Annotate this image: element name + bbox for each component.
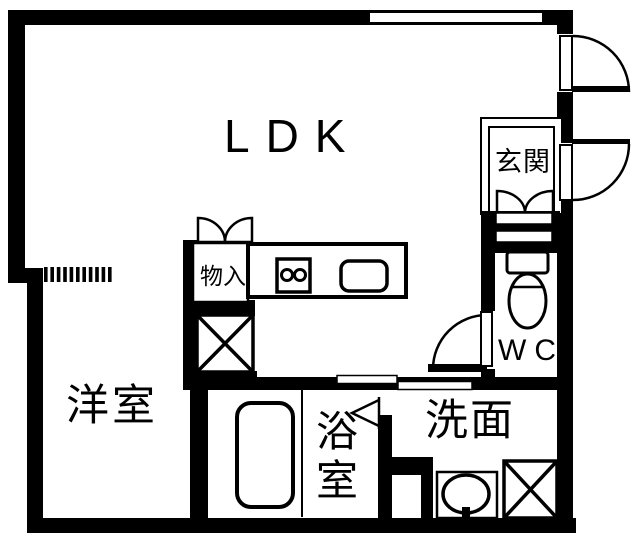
toilet-icon: [505, 250, 550, 330]
bath-folding-door-icon: [349, 397, 381, 429]
bathtub-icon: [235, 401, 295, 509]
closet-door-icon-kitchen: [196, 216, 254, 244]
louver-window-icon: [44, 267, 112, 282]
window-icon: [368, 11, 544, 24]
kitchen-sink-icon: [339, 259, 389, 293]
wc-door-swing-icon: [428, 311, 495, 372]
storage-box: [191, 241, 250, 304]
sliding-door-icon: [336, 374, 473, 391]
label-entrance: 玄関: [495, 147, 551, 177]
shoe-cabinet-icon: [481, 211, 560, 253]
balcony-door-swing-icon: [557, 34, 631, 93]
label-toilet: WC: [498, 334, 564, 367]
wash-basin-icon: [435, 470, 499, 520]
label-storage: 物入: [200, 263, 246, 289]
refrigerator-space-icon: [195, 313, 255, 374]
two-burner-stove-icon: [275, 257, 312, 294]
label-western-room: 洋室: [66, 382, 158, 430]
label-washroom: 洗面: [425, 397, 515, 445]
washing-machine-pan-icon: [502, 459, 559, 520]
label-bathroom: 浴室: [316, 408, 359, 505]
label-ldk: LDK: [224, 110, 362, 162]
front-door-swing-icon: [557, 139, 631, 202]
